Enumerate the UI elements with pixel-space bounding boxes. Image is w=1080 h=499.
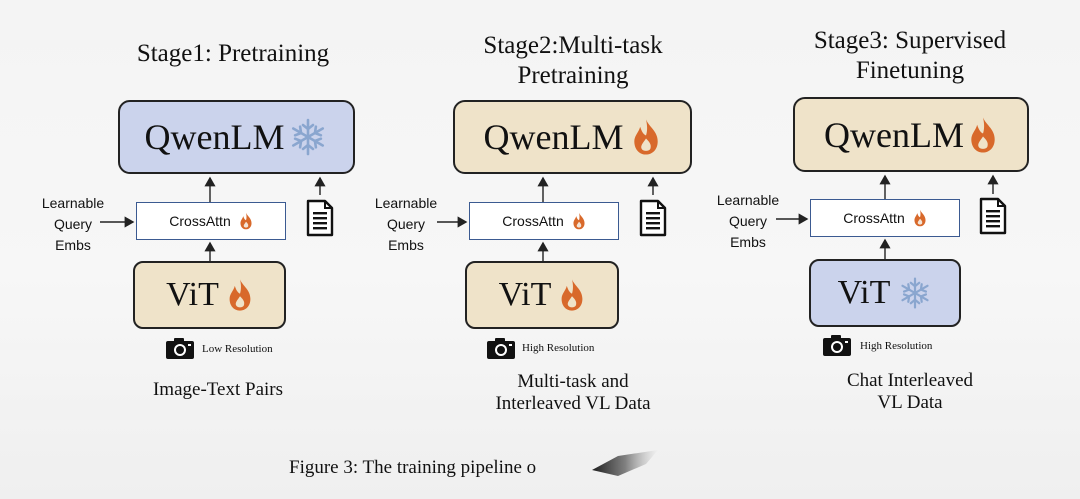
stage-2-title-line-1: Stage2:Multi-task xyxy=(483,32,663,59)
flame-icon xyxy=(573,212,585,230)
document-icon xyxy=(306,199,334,237)
stage-3-vit-label: ViT xyxy=(837,274,891,311)
stage-2-data-label: Multi-task and Interleaved VL Data xyxy=(453,371,693,415)
stage-2-crossattn-block: CrossAttn xyxy=(469,202,619,240)
stage-2-data-line-1: Multi-task and xyxy=(517,371,629,392)
stage-1-query-line-1: Learnable xyxy=(41,195,105,211)
stage-1-resolution-label: Low Resolution xyxy=(202,343,273,355)
stage-2-resolution-label: High Resolution xyxy=(522,342,595,354)
stage-3-title: Stage3: Supervised Finetuning xyxy=(793,26,1027,86)
stage-1-data-line-1: Image-Text Pairs xyxy=(152,379,284,400)
stage-1-qwenlm-label: QwenLM xyxy=(144,117,285,157)
stage-1-title-line-1: Stage1: Pretraining xyxy=(136,40,330,67)
stage-3-query-line-2: Query xyxy=(728,213,768,229)
stage-3-title-line-2: Finetuning xyxy=(855,57,965,84)
document-icon xyxy=(639,199,667,237)
stage-3-crossattn-label: CrossAttn xyxy=(843,210,905,226)
flame-icon xyxy=(240,212,252,230)
stage-1-crossattn-block: CrossAttn xyxy=(136,202,286,240)
stage-2-query-line-2: Query xyxy=(386,216,426,232)
stage-3-data-line-1: Chat Interleaved xyxy=(846,370,974,391)
stage-1-query-line-3: Embs xyxy=(55,237,91,253)
flame-icon xyxy=(914,209,926,227)
document-icon xyxy=(979,197,1007,235)
stage-1-qwenlm-block: QwenLM xyxy=(118,100,355,174)
stage-1-query-line-2: Query xyxy=(53,216,93,232)
stage-1-crossattn-label: CrossAttn xyxy=(169,213,231,229)
stage-3-qwenlm-block: QwenLM xyxy=(793,97,1029,172)
flame-icon xyxy=(634,119,659,155)
stage-2-crossattn-label: CrossAttn xyxy=(502,213,564,229)
stage-2-data-line-2: Interleaved VL Data xyxy=(495,393,651,414)
stage-2-title-line-2: Pretraining xyxy=(517,62,629,89)
stage-3-data-label: Chat Interleaved VL Data xyxy=(793,370,1027,414)
camera-icon xyxy=(823,335,851,356)
stage-2-query-line-1: Learnable xyxy=(374,195,438,211)
stage-3-resolution-label: High Resolution xyxy=(860,340,933,352)
stage-3-learnable-query-embs: Learnable Query Embs xyxy=(703,190,793,253)
stage-3-title-line-1: Stage3: Supervised xyxy=(813,27,1007,54)
stage-3-qwenlm-label: QwenLM xyxy=(824,114,964,155)
stage-1-data-label: Image-Text Pairs xyxy=(108,379,328,401)
stage-1-learnable-query-embs: Learnable Query Embs xyxy=(28,193,118,256)
stage-1-title: Stage1: Pretraining xyxy=(118,39,348,69)
stage-1-vit-label: ViT xyxy=(166,276,219,313)
stage-3-vit-block: ViT xyxy=(809,259,961,327)
stage-2-title: Stage2:Multi-task Pretraining xyxy=(453,31,693,91)
stage-3-query-line-3: Embs xyxy=(730,234,766,250)
stage-3-crossattn-block: CrossAttn xyxy=(810,199,960,237)
snowflake-icon xyxy=(901,277,929,309)
flame-icon xyxy=(561,279,583,311)
stage-2-vit-label: ViT xyxy=(498,276,552,313)
stage-2-qwenlm-block: QwenLM xyxy=(453,100,692,174)
camera-icon xyxy=(166,338,194,359)
flame-icon xyxy=(229,279,251,311)
cursor-smudge xyxy=(592,450,658,476)
stage-2-learnable-query-embs: Learnable Query Embs xyxy=(361,193,451,256)
stage-3-query-line-1: Learnable xyxy=(716,192,780,208)
flame-icon xyxy=(971,116,995,153)
camera-icon xyxy=(487,338,515,359)
stage-2-qwenlm-label: QwenLM xyxy=(483,117,624,157)
snowflake-icon xyxy=(292,118,325,156)
stage-3-data-line-2: VL Data xyxy=(877,392,943,413)
stage-2-vit-block: ViT xyxy=(465,261,619,329)
figure-caption: Figure 3: The training pipeline o xyxy=(289,457,537,478)
stage-2-query-line-3: Embs xyxy=(388,237,424,253)
stage-1-vit-block: ViT xyxy=(133,261,286,329)
